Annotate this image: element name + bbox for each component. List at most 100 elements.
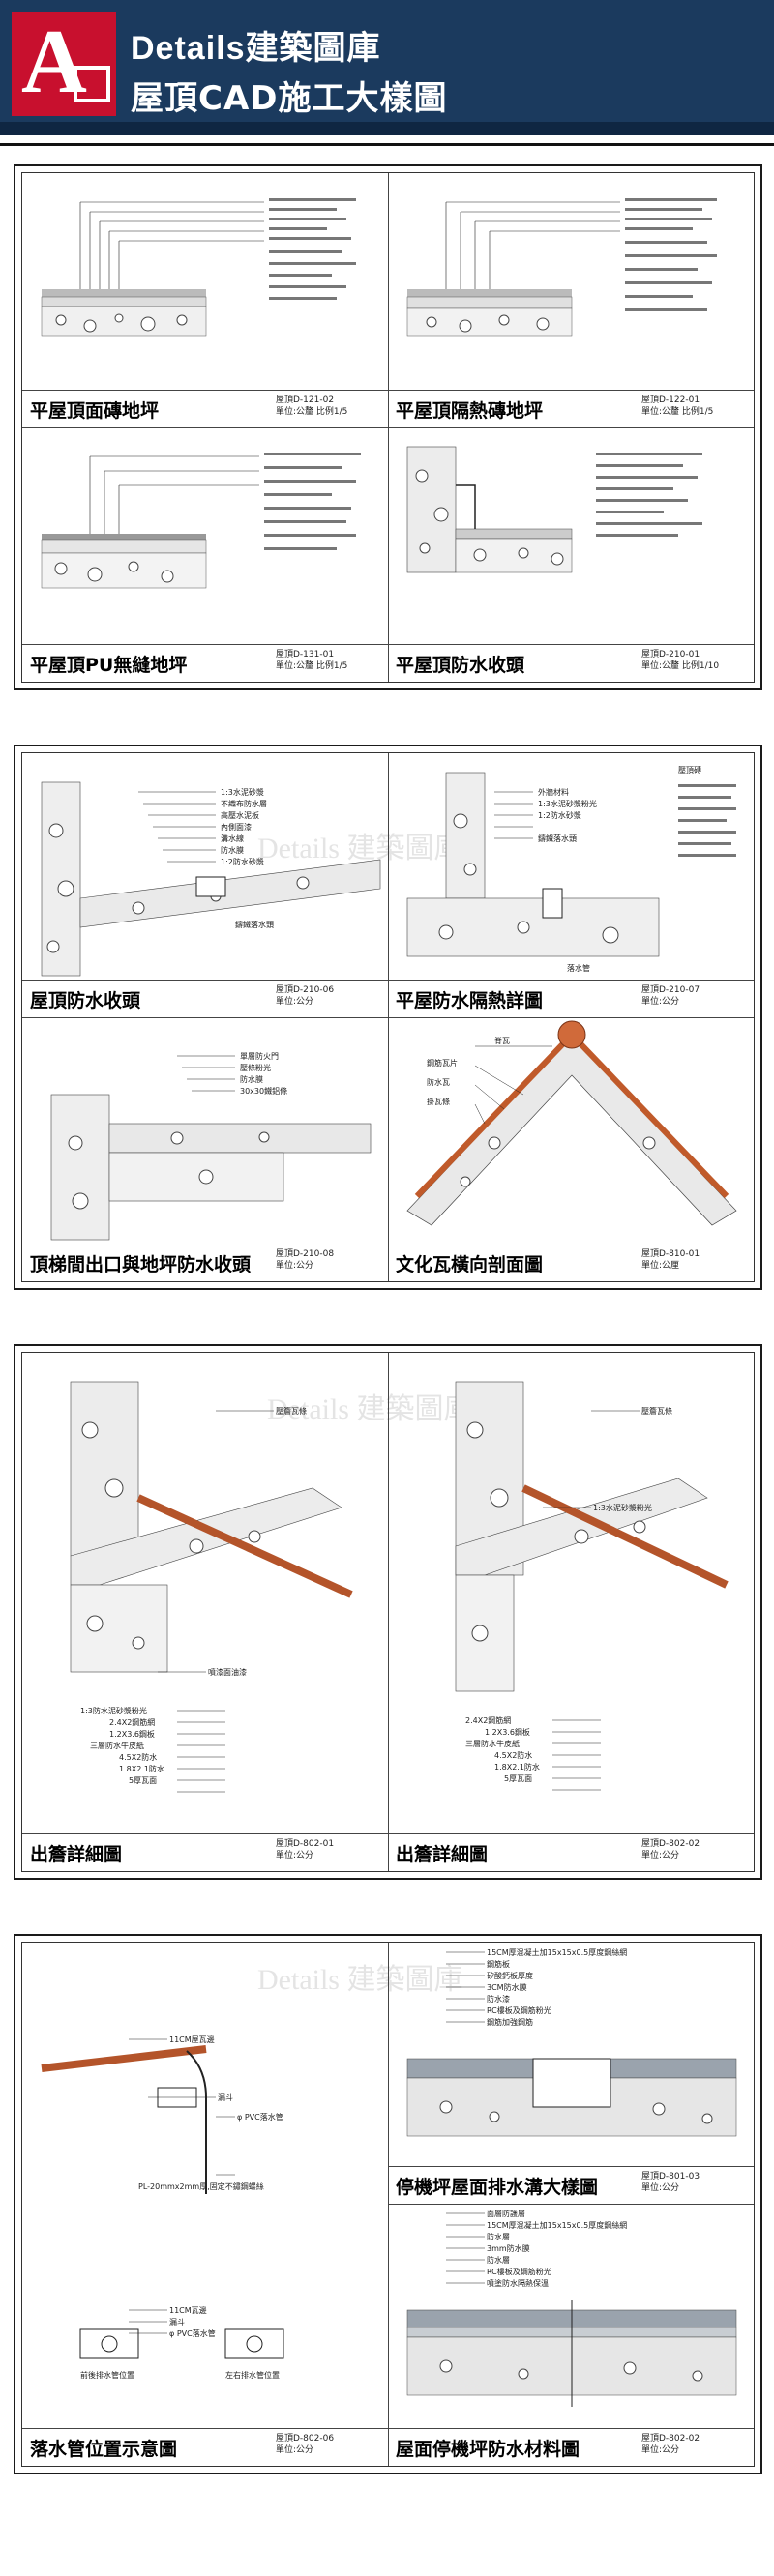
drawing-sheet-3: Details 建築圖庫 壓簷瓦條 噴漆面油漆 1:3防水泥砂漿粉光 2.4X2… bbox=[14, 1344, 762, 1880]
callout-label: φ PVC落水管 bbox=[237, 2112, 283, 2122]
drawing-panel[interactable]: 15CM厚混凝土加15x15x0.5厚度鋼絲網 鋼筋板 矽酸鈣板厚度 3CM防水… bbox=[388, 1943, 754, 2205]
brand-latin: Details bbox=[131, 30, 246, 67]
callout-label: 面層防護層 bbox=[487, 2209, 525, 2218]
drawing-tile-cross-section: 脊瓦 鋼筋瓦片 防水瓦 掛瓦條 bbox=[406, 1020, 737, 1226]
drawing-panel[interactable]: 面層防護層 15CM厚混凝土加15x15x0.5厚度鋼絲網 防水層 3mm防水膜… bbox=[388, 2204, 754, 2466]
panel-code: 屋頂D-210-08 bbox=[276, 1249, 335, 1259]
callout-label: 壓條粉光 bbox=[240, 1063, 271, 1072]
header-divider bbox=[0, 143, 774, 146]
callout-label: 2.4X2鋼筋網 bbox=[465, 1715, 511, 1725]
drawing-eaves-detail-2: 壓簷瓦條 1:3水泥砂漿粉光 2.4X2鋼筋網 1.2X3.6鋼板 三層防水牛皮… bbox=[455, 1381, 729, 1791]
panel-code: 屋頂D-131-01 bbox=[276, 650, 335, 659]
drawing-sheet-4: Details 建築圖庫 11CM屋瓦邊 漏斗 φ PVC落水管 PL-20mm… bbox=[14, 1934, 762, 2474]
callout-label: 三層防水牛皮紙 bbox=[465, 1739, 520, 1748]
watermark: Details 建築圖庫 bbox=[257, 1964, 463, 1996]
panel-unit: 單位:公分 bbox=[641, 2183, 680, 2193]
callout-label: 1.8X2.1防水 bbox=[494, 1762, 540, 1771]
drawing-panel[interactable]: 壓頂磚 外牆材料 1:3水泥砂漿粉光 1:2防水砂漿 鑄鐵落水頭 落水管 平屋防… bbox=[388, 753, 754, 1018]
header-stripe bbox=[0, 122, 774, 135]
drawing-flat-roof-insulation bbox=[406, 198, 717, 337]
brand-cn: 建築圖庫 bbox=[245, 29, 381, 68]
panel-unit: 單位:公釐 比例1/5 bbox=[276, 407, 348, 417]
site-header: A Details建築圖庫 屋頂CAD施工大樣圖 bbox=[0, 0, 774, 135]
drawing-sheet-2: Details 建築圖庫 1:3水泥砂漿 不織布防水層 高壓水泥板 內側面漆 溝… bbox=[14, 745, 762, 1290]
panel-code: 屋頂D-802-02 bbox=[641, 1839, 700, 1849]
logo-square bbox=[74, 66, 110, 102]
drawing-panel[interactable]: 壓簷瓦條 1:3水泥砂漿粉光 2.4X2鋼筋網 1.2X3.6鋼板 三層防水牛皮… bbox=[388, 1353, 754, 1871]
brand-logo: A bbox=[12, 12, 116, 116]
callout-label: 外牆材料 bbox=[538, 787, 569, 797]
drawing-panel[interactable]: 平屋頂防水收頭 屋頂D-210-01 單位:公釐 比例1/10 bbox=[388, 427, 754, 682]
drawing-roof-waterproof-insulation: 壓頂磚 外牆材料 1:3水泥砂漿粉光 1:2防水砂漿 鑄鐵落水頭 落水管 bbox=[406, 765, 736, 973]
callout-label: 11CM瓦邊 bbox=[169, 2305, 207, 2315]
panel-unit: 單位:公分 bbox=[276, 997, 314, 1007]
callout-label: 矽酸鈣板厚度 bbox=[487, 1971, 533, 1980]
panel-unit: 單位:公分 bbox=[641, 2445, 680, 2455]
panel-code: 屋頂D-121-02 bbox=[276, 395, 335, 405]
callout-label: 鋼筋瓦片 bbox=[427, 1058, 458, 1068]
callout-label: 鋼筋板 bbox=[487, 1959, 510, 1969]
callout-label: 1.2X3.6鋼板 bbox=[485, 1727, 530, 1737]
drawing-stair-exit-flashing: 單層防火門 壓條粉光 防水膜 30x30鐵鋁條 bbox=[50, 1051, 372, 1241]
callout-label: 1:3水泥砂漿 bbox=[221, 787, 264, 797]
callout-label: 4.5X2防水 bbox=[119, 1752, 157, 1762]
callout-label: 防水層 bbox=[487, 2232, 510, 2241]
callout-label: 5厚瓦面 bbox=[504, 1774, 532, 1783]
drawing-roof-flashing: 1:3水泥砂漿 不織布防水層 高壓水泥板 內側面漆 溝水線 防水膜 1:2防水砂… bbox=[41, 781, 381, 977]
callout-label: 11CM屋瓦邊 bbox=[169, 2034, 215, 2044]
callout-label: 1:3水泥砂漿粉光 bbox=[538, 799, 597, 808]
panel-title: 平屋頂隔熱磚地坪 bbox=[396, 400, 544, 422]
callout-label: 高壓水泥板 bbox=[221, 810, 259, 820]
callout-label: 15CM厚混凝土加15x15x0.5厚度鋼絲網 bbox=[487, 2220, 627, 2230]
callout-label: 1:3水泥砂漿粉光 bbox=[593, 1503, 652, 1512]
panel-title: 屋頂防水收頭 bbox=[30, 990, 141, 1011]
callout-label: 漏斗 bbox=[218, 2093, 233, 2102]
callout-label: 鑄鐵落水頭 bbox=[235, 920, 274, 929]
panel-code: 屋頂D-210-01 bbox=[641, 650, 700, 659]
panel-unit: 單位:公分 bbox=[276, 1851, 314, 1860]
watermark: Details 建築圖庫 bbox=[267, 1393, 473, 1425]
drawing-flat-roof-pu bbox=[41, 453, 361, 589]
drawing-panel[interactable]: 1:3水泥砂漿 不織布防水層 高壓水泥板 內側面漆 溝水線 防水膜 1:2防水砂… bbox=[22, 753, 389, 1018]
panel-caption: 平屋頂防水收頭 屋頂D-210-01 單位:公釐 比例1/10 bbox=[388, 644, 754, 682]
drawing-panel[interactable]: 壓簷瓦條 噴漆面油漆 1:3防水泥砂漿粉光 2.4X2鋼筋網 1.2X3.6鋼板… bbox=[22, 1353, 389, 1871]
panel-code: 屋頂D-802-02 bbox=[641, 2434, 700, 2444]
drawing-panel[interactable]: 11CM屋瓦邊 漏斗 φ PVC落水管 PL-20mmx2mm厚,固定不鏽鋼螺絲… bbox=[22, 1943, 389, 2466]
callout-label: 單層防火門 bbox=[240, 1051, 279, 1061]
panel-title: 出簷詳細圖 bbox=[30, 1844, 123, 1865]
callout-label: 1.2X3.6鋼板 bbox=[109, 1729, 155, 1739]
callout-label: 15CM厚混凝土加15x15x0.5厚度鋼絲網 bbox=[487, 1947, 627, 1957]
callout-label: 1:2防水砂漿 bbox=[538, 810, 581, 820]
panel-title: 停機坪屋面排水溝大樣圖 bbox=[396, 2177, 599, 2198]
drawing-flat-roof-tile bbox=[41, 198, 356, 337]
callout-label: 防水膜 bbox=[240, 1074, 263, 1084]
drawing-panel[interactable]: 單層防火門 壓條粉光 防水膜 30x30鐵鋁條 頂梯間出口與地坪防水收頭屋頂D-… bbox=[22, 1017, 389, 1281]
panel-unit: 單位:公釐 比例1/5 bbox=[641, 407, 714, 417]
panel-unit: 單位:公釐 比例1/5 bbox=[276, 661, 348, 671]
callout-label: PL-20mmx2mm厚,固定不鏽鋼螺絲 bbox=[138, 2181, 264, 2191]
callout-label: 壓簷瓦條 bbox=[276, 1406, 307, 1416]
callout-label: φ PVC落水管 bbox=[169, 2328, 216, 2338]
callout-label: 1:2防水砂漿 bbox=[221, 857, 264, 866]
panel-unit: 單位:公釐 比例1/10 bbox=[641, 661, 720, 671]
callout-label: 5厚瓦面 bbox=[129, 1776, 157, 1785]
callout-label: 防水漆 bbox=[487, 1994, 510, 2004]
panel-title: 平屋頂防水收頭 bbox=[396, 655, 525, 676]
callout-label: RC樓板及鋼筋粉光 bbox=[487, 2267, 551, 2276]
panel-unit: 單位:公分 bbox=[276, 2445, 314, 2455]
panel-title: 出簷詳細圖 bbox=[396, 1844, 489, 1865]
panel-title: 屋面停機坪防水材料圖 bbox=[396, 2439, 580, 2460]
